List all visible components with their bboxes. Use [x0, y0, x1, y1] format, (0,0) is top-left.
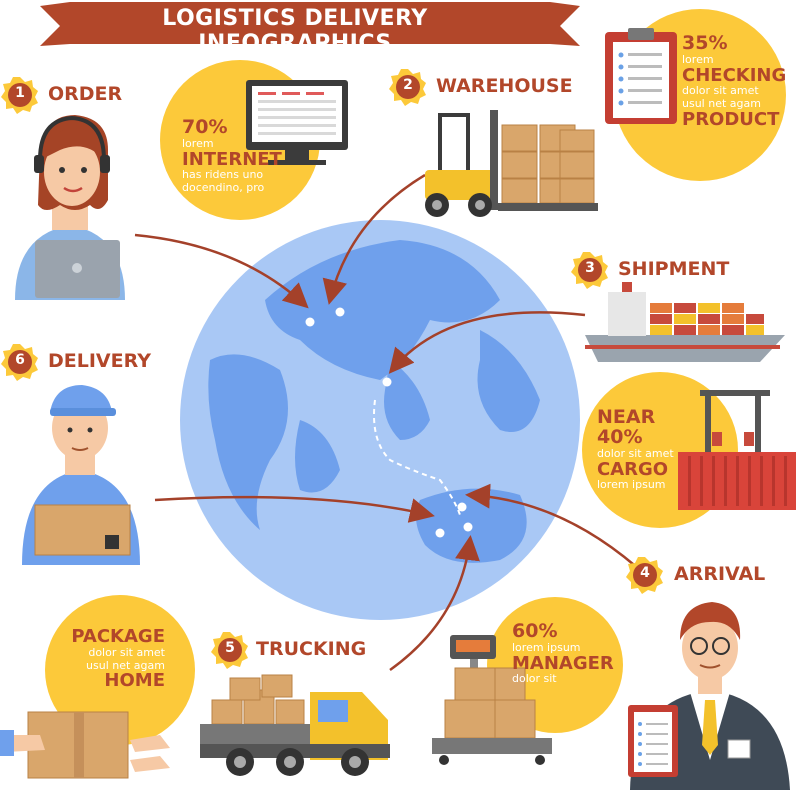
step-6-number: 6	[15, 352, 25, 368]
package-handover-illustration	[0, 711, 170, 779]
manager-illustration	[628, 602, 790, 790]
manager-stat-value: 60%	[512, 620, 558, 642]
internet-stat-value: 70%	[182, 116, 228, 138]
clipboard-illustration	[605, 28, 677, 124]
flow-arrows	[134, 173, 641, 672]
operator-illustration	[15, 115, 125, 300]
cargo-stat-value: NEAR 40%	[597, 406, 656, 448]
cargo-ship-illustration	[585, 282, 785, 362]
package-stat: PACKAGE dolor sit amet usul net agam HOM…	[55, 626, 165, 692]
forklift-illustration	[425, 110, 598, 217]
step-5-number: 5	[225, 640, 235, 656]
internet-stat-heading: INTERNET	[182, 148, 282, 170]
title-banner	[40, 2, 580, 46]
step-arrival-label: ARRIVAL	[674, 563, 766, 585]
truck-illustration	[200, 674, 390, 776]
cargo-stat-heading: CARGO	[597, 458, 669, 480]
checking-stat-heading2: PRODUCT	[682, 108, 780, 130]
internet-stat-line3: docendino, pro	[182, 181, 265, 195]
page-title: LOGISTICS DELIVERY INFOGRAPHICS	[162, 6, 428, 56]
checking-stat-line1: lorem	[682, 52, 714, 66]
globe-illustration	[180, 220, 580, 620]
scale-illustration	[432, 635, 552, 765]
step-badges	[1, 69, 663, 669]
checking-stat-value: 35%	[682, 32, 728, 54]
package-stat-line2: usul net agam	[86, 658, 165, 672]
step-2-number: 2	[403, 77, 413, 93]
cargo-stat: NEAR 40% dolor sit amet CARGO lorem ipsu…	[597, 406, 707, 492]
delivery-man-illustration	[22, 385, 140, 565]
internet-stat-line1: lorem	[182, 136, 214, 150]
monitor-illustration	[246, 80, 348, 165]
cargo-stat-line2: lorem ipsum	[597, 478, 666, 492]
manager-stat-line1: lorem ipsum	[512, 640, 581, 654]
package-stat-heading: PACKAGE	[71, 626, 165, 647]
manager-stat-line2: dolor sit	[512, 672, 557, 686]
package-stat-heading2: HOME	[104, 670, 165, 692]
package-stat-blob	[45, 595, 195, 745]
manager-stat: 60% lorem ipsum MANAGER dolor sit	[512, 620, 622, 686]
internet-stat: 70% lorem INTERNET has ridens uno docend…	[182, 116, 302, 195]
checking-stat: 35% lorem CHECKING dolor sit amet usul n…	[682, 32, 792, 130]
cargo-stat-line1: dolor sit amet	[597, 446, 674, 460]
step-1-number: 1	[15, 85, 25, 101]
step-warehouse-label: WAREHOUSE	[436, 75, 573, 97]
internet-stat-line2: has ridens uno	[182, 168, 264, 182]
step-trucking-label: TRUCKING	[256, 638, 367, 660]
step-order-label: ORDER	[48, 83, 123, 105]
checking-stat-heading: CHECKING	[682, 64, 787, 86]
step-delivery-label: DELIVERY	[48, 350, 151, 372]
package-stat-line1: dolor sit amet	[88, 645, 165, 659]
step-4-number: 4	[640, 565, 650, 581]
checking-stat-line3: usul net agam	[682, 97, 761, 111]
step-shipment-label: SHIPMENT	[618, 258, 730, 280]
checking-stat-line2: dolor sit amet	[682, 84, 759, 98]
cargo-container-illustration	[678, 390, 796, 510]
step-3-number: 3	[585, 260, 595, 276]
manager-stat-heading: MANAGER	[512, 652, 614, 674]
